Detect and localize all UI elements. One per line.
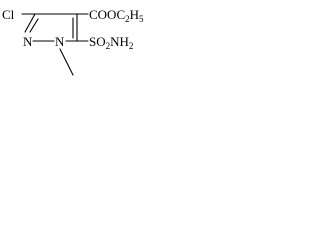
chemical-structure-diagram: Cl N N COOC2H5 SO2NH2 — [2, 7, 144, 76]
ring-nitrogen-atom-label: N — [23, 34, 33, 49]
bond-n1-methyl — [59, 48, 74, 76]
bond-c3-n2-inner — [29, 18, 39, 33]
n-methyl-nitrogen-atom-label: N — [55, 34, 65, 49]
ethyl-ester-group-label: COOC2H5 — [89, 7, 144, 24]
bond-c3-n2-outer — [24, 13, 36, 33]
chlorine-atom-label: Cl — [2, 7, 15, 22]
sulfonamide-group-label: SO2NH2 — [89, 34, 133, 51]
